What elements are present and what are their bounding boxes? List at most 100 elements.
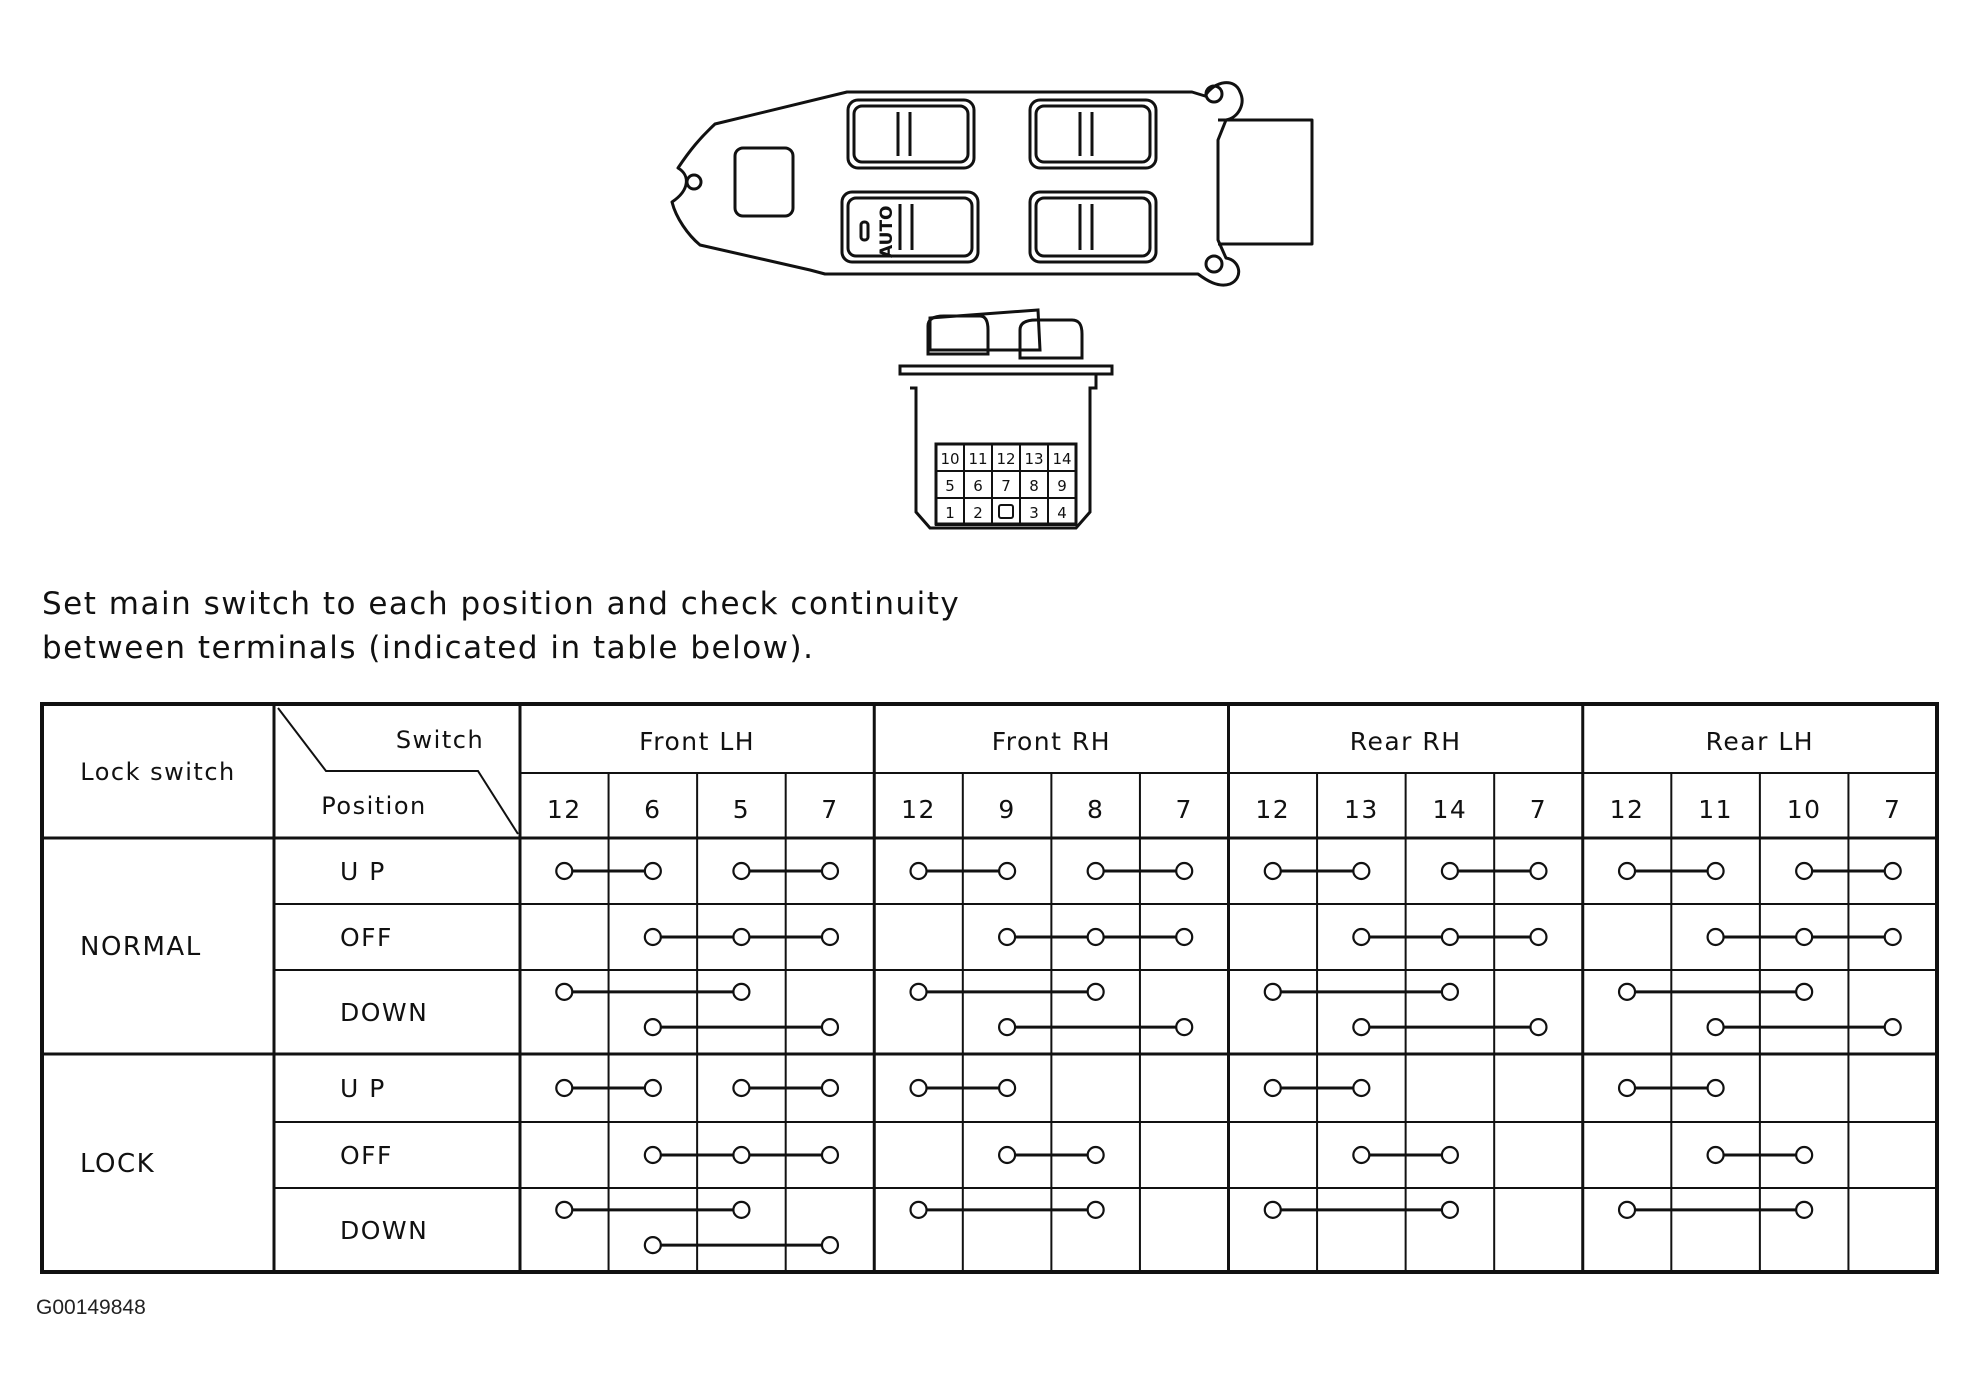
position-label: U P	[340, 857, 386, 886]
terminal-number: 8	[1029, 477, 1039, 495]
terminal-number: 10	[940, 450, 959, 468]
terminal-node	[1086, 1145, 1105, 1165]
terminal-number: 11	[968, 450, 987, 468]
terminal-node	[732, 1200, 751, 1219]
instruction-line-1: Set main switch to each position and che…	[42, 586, 961, 622]
terminal-node	[1440, 927, 1460, 947]
terminal-node	[1795, 1145, 1814, 1165]
terminal-node	[1795, 1200, 1814, 1219]
terminal-node	[1617, 861, 1637, 881]
terminal-node	[555, 861, 574, 881]
terminal-node	[1617, 1078, 1637, 1098]
terminal-node	[1883, 927, 1902, 947]
terminal-node	[643, 1078, 662, 1098]
terminal-node	[820, 927, 840, 947]
terminal-node	[1175, 861, 1194, 881]
header-position: Position	[321, 792, 426, 820]
terminal-node	[1175, 1018, 1194, 1037]
terminal-node	[997, 927, 1017, 947]
window-switch-front-lh	[846, 98, 976, 170]
terminal-node	[1795, 861, 1814, 881]
mount-hole-bottom-right	[1204, 254, 1224, 274]
terminal-header: 7	[1884, 795, 1901, 824]
terminal-node	[643, 1018, 662, 1037]
terminal-node	[1529, 861, 1548, 881]
terminal-header: 7	[1176, 795, 1193, 824]
lock-button	[733, 146, 795, 218]
header-lock-switch: Lock switch	[80, 758, 235, 786]
terminal-node	[643, 861, 662, 881]
terminal-node	[732, 1078, 751, 1098]
terminal-node	[1617, 982, 1637, 1001]
mount-hole-left	[685, 173, 703, 191]
terminal-header: 12	[1610, 795, 1645, 824]
group-header: Rear RH	[1350, 727, 1462, 756]
side-connector-block	[1218, 118, 1314, 246]
table-border	[40, 702, 1939, 1274]
terminal-number: 7	[1001, 477, 1011, 495]
terminal-node	[1352, 1145, 1371, 1165]
terminal-node	[1352, 1018, 1371, 1037]
terminal-node	[909, 1078, 928, 1098]
terminal-node	[732, 861, 751, 881]
terminal-node	[1175, 927, 1194, 947]
terminal-header: 10	[1787, 795, 1822, 824]
terminal-header: 13	[1344, 795, 1379, 824]
terminal-node	[1440, 861, 1460, 881]
terminal-node	[1352, 1078, 1371, 1098]
terminal-node	[1706, 1145, 1725, 1165]
terminal-header: 12	[901, 795, 936, 824]
window-switch-front-rh	[1028, 98, 1158, 170]
terminal-header: 8	[1087, 795, 1104, 824]
terminal-node	[1529, 927, 1548, 947]
position-label: U P	[340, 1074, 386, 1103]
terminal-node	[820, 1236, 840, 1255]
terminal-node	[1440, 982, 1460, 1001]
position-label: DOWN	[340, 998, 428, 1027]
terminal-node	[732, 927, 751, 947]
terminal-header: 11	[1698, 795, 1733, 824]
terminal-number: 3	[1029, 504, 1039, 522]
terminal-header: 7	[821, 795, 838, 824]
terminal-number: 9	[1057, 477, 1067, 495]
terminal-node	[643, 927, 662, 947]
reference-code: G00149848	[36, 1296, 146, 1319]
terminal-node	[1086, 1200, 1105, 1219]
terminal-node	[1263, 861, 1282, 881]
terminal-node	[643, 1145, 662, 1165]
terminal-number: 13	[1024, 450, 1043, 468]
instruction-text: Set main switch to each position and che…	[42, 582, 960, 670]
terminal-node	[1706, 1078, 1725, 1098]
terminal-node	[1617, 1200, 1637, 1219]
position-label: OFF	[340, 1141, 393, 1170]
lock-mode-label: NORMAL	[80, 932, 202, 962]
terminal-number: 4	[1057, 504, 1067, 522]
terminal-node	[1086, 982, 1105, 1001]
terminal-header: 7	[1530, 795, 1547, 824]
terminal-header: 5	[733, 795, 750, 824]
terminal-node	[1352, 861, 1371, 881]
lock-mode-label: LOCK	[80, 1149, 155, 1179]
terminal-node	[1706, 861, 1725, 881]
terminal-header: 12	[547, 795, 582, 824]
terminal-node	[555, 1078, 574, 1098]
terminal-node	[997, 1145, 1017, 1165]
terminal-node	[909, 982, 928, 1001]
terminal-header: 9	[998, 795, 1015, 824]
terminal-node	[1086, 927, 1105, 947]
terminal-node	[820, 1145, 840, 1165]
window-switch-auto	[840, 190, 980, 264]
mount-hole-top-right	[1204, 84, 1224, 104]
terminal-header: 14	[1433, 795, 1468, 824]
terminal-node	[1263, 1078, 1282, 1098]
terminal-node	[1883, 1018, 1902, 1037]
terminal-node	[1795, 982, 1814, 1001]
terminal-node	[1352, 927, 1371, 947]
terminal-node	[643, 1236, 662, 1255]
terminal-number: 5	[945, 477, 955, 495]
window-switch-rear-rh	[1028, 190, 1158, 264]
terminal-node	[732, 1145, 751, 1165]
terminal-node	[1883, 861, 1902, 881]
